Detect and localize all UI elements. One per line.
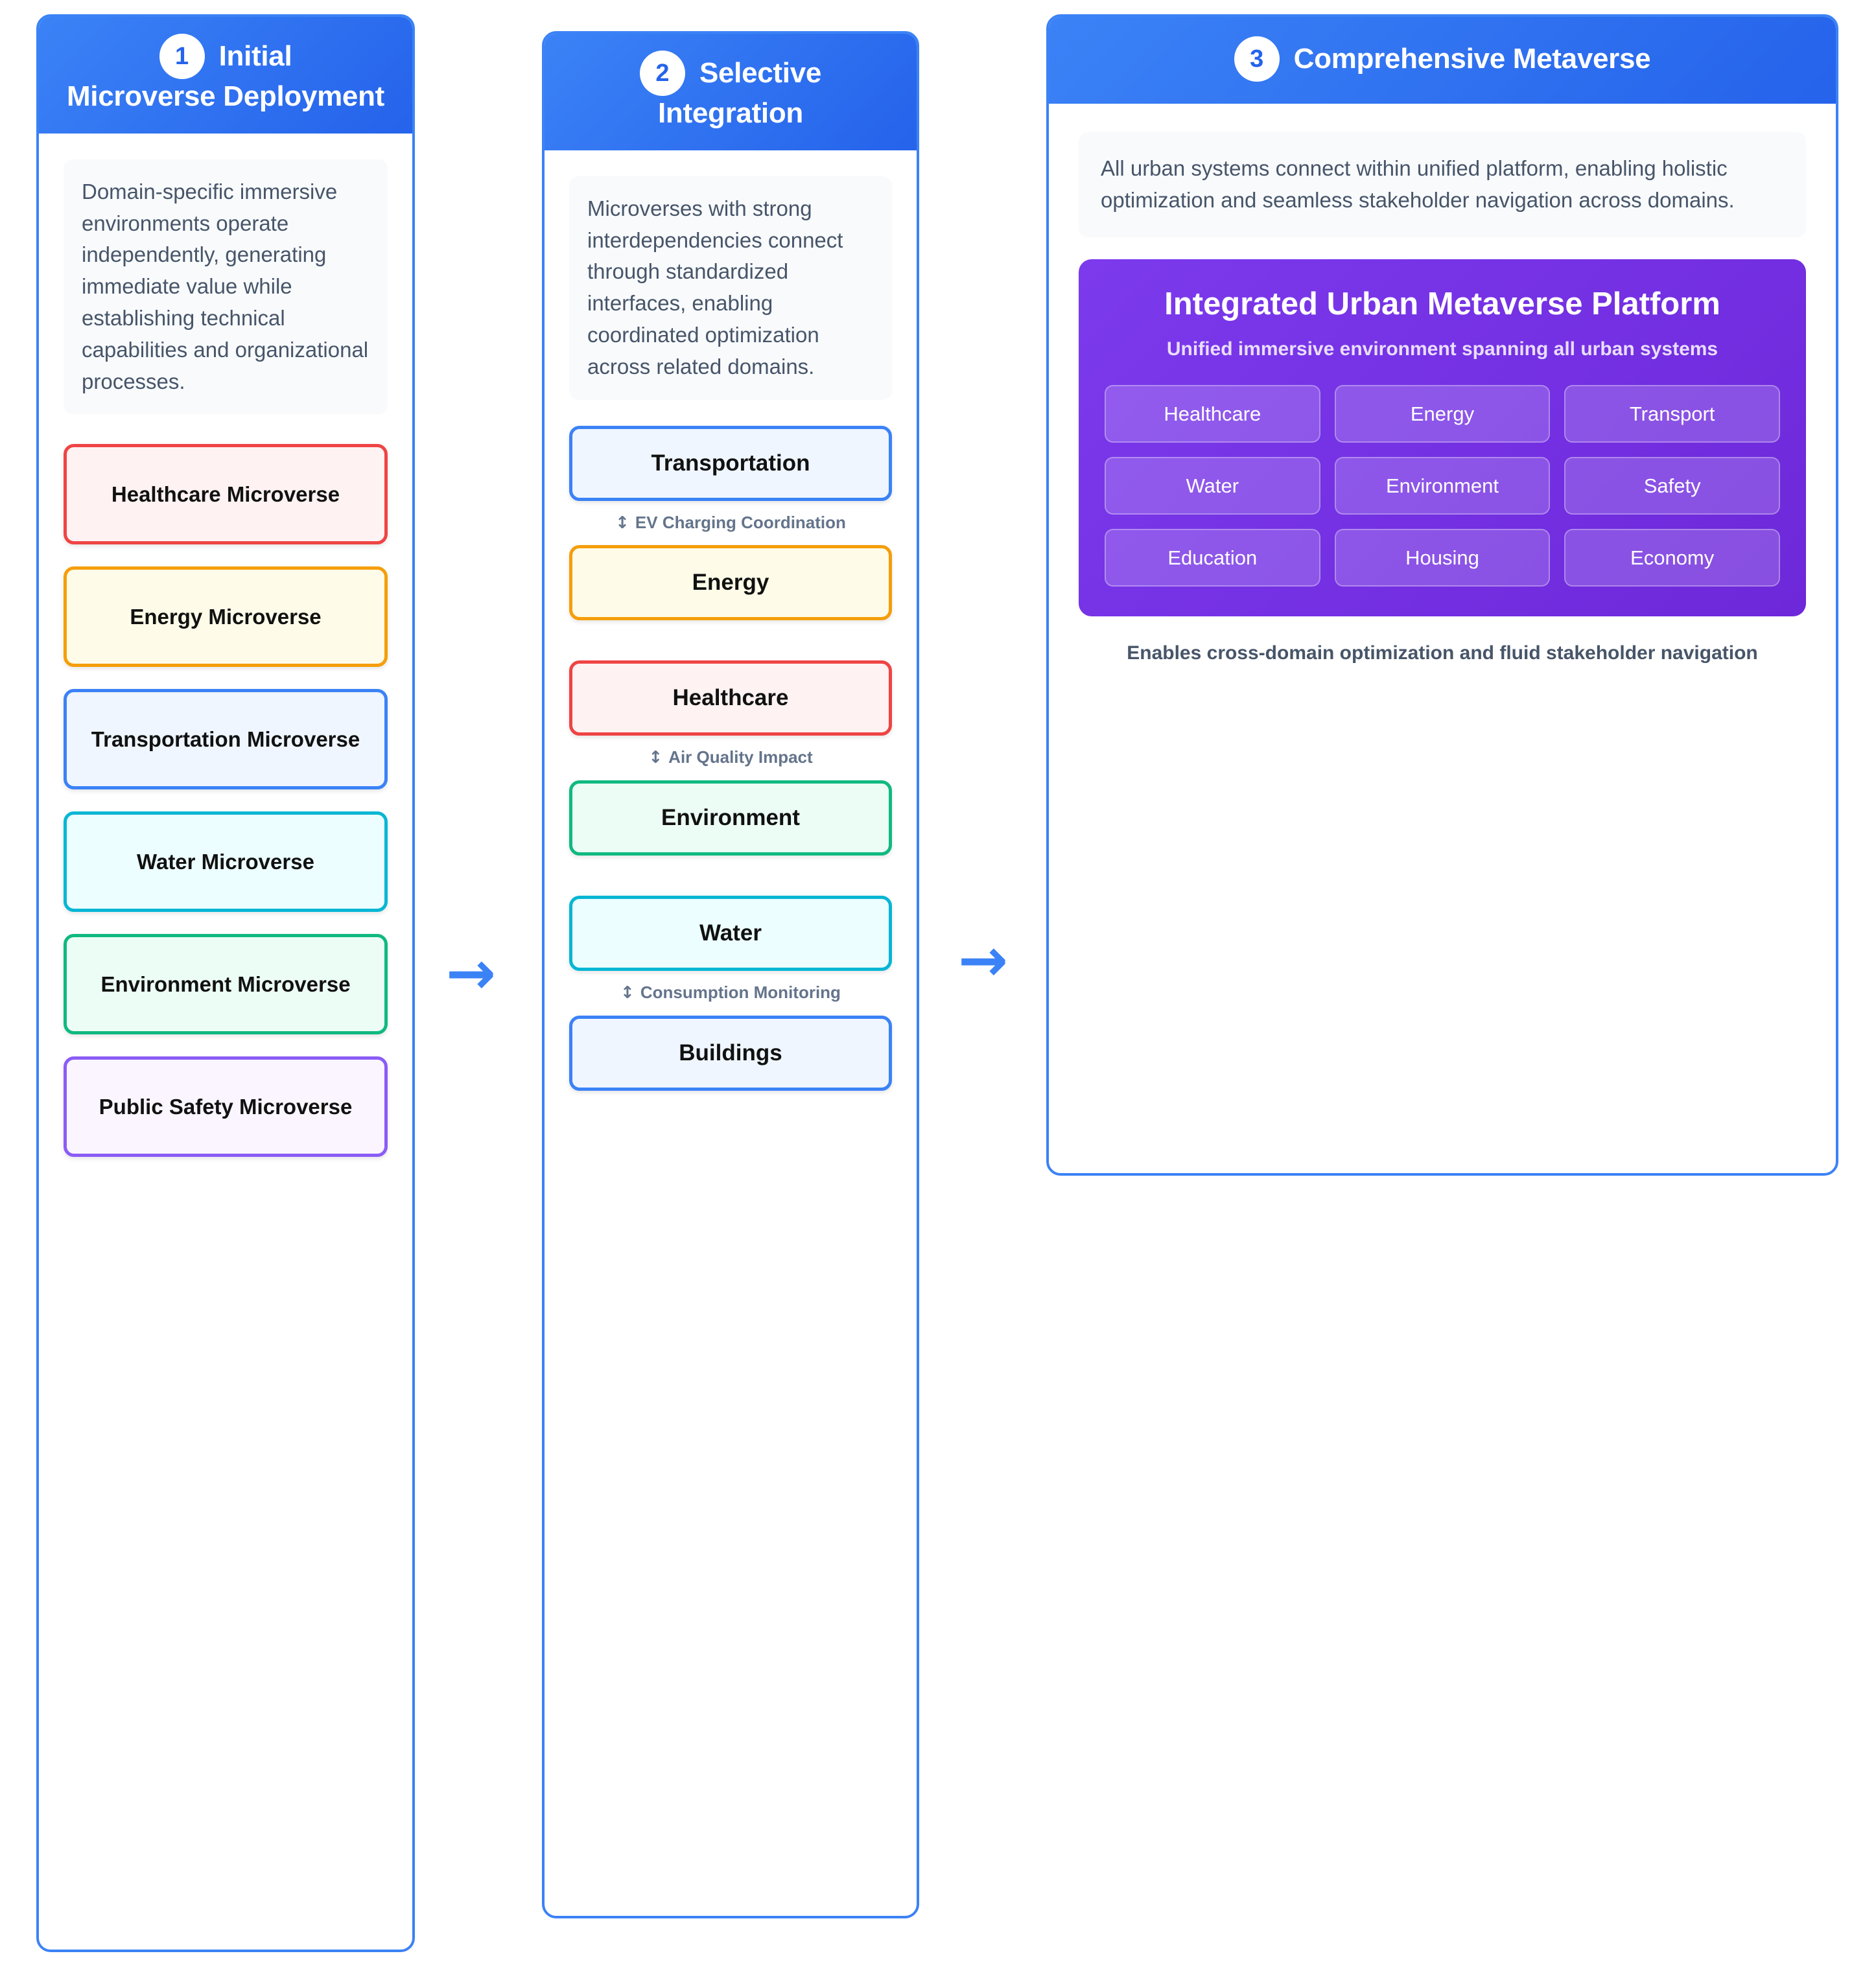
interdependency-link-label: Air Quality Impact xyxy=(668,747,813,767)
stage-2-description: Microverses with strong interdependencie… xyxy=(569,176,892,400)
flow-spacer xyxy=(569,620,892,660)
domain-chip[interactable]: Environment xyxy=(1334,457,1551,515)
up-down-arrow-icon: ↕ xyxy=(615,513,635,533)
integration-node[interactable]: Environment xyxy=(569,780,892,856)
domain-chip-label: Housing xyxy=(1405,546,1479,569)
integration-node-label: Transportation xyxy=(651,450,810,476)
integration-node-label: Healthcare xyxy=(672,685,789,711)
domain-chip-label: Education xyxy=(1167,546,1258,569)
microverse-node[interactable]: Energy Microverse xyxy=(64,566,388,668)
stage-3-description: All urban systems connect within unified… xyxy=(1079,132,1806,237)
platform-title: Integrated Urban Metaverse Platform xyxy=(1164,286,1720,321)
domain-chip-label: Healthcare xyxy=(1164,402,1261,425)
domain-chip[interactable]: Housing xyxy=(1334,529,1551,587)
domain-chip-label: Economy xyxy=(1630,546,1715,569)
stage-2-body: Microverses with strong interdependencie… xyxy=(545,150,917,1916)
stage-3-header: 3 Comprehensive Metaverse xyxy=(1049,17,1836,104)
stage-2-title-line-2: Integration xyxy=(657,97,804,129)
integration-node[interactable]: Water xyxy=(569,896,892,972)
stage-3-body: All urban systems connect within unified… xyxy=(1049,104,1836,1173)
domain-chip-label: Transport xyxy=(1629,402,1715,425)
microverse-node-label: Transportation Microverse xyxy=(91,727,360,752)
stage-2-title-line-1: Selective xyxy=(699,57,822,89)
stage-3-number-badge: 3 xyxy=(1234,36,1280,82)
up-down-arrow-icon: ↕ xyxy=(620,983,640,1003)
integration-node-label: Buildings xyxy=(679,1040,782,1066)
flow-spacer xyxy=(569,856,892,896)
integration-node[interactable]: Transportation xyxy=(569,425,892,501)
stage-1-title-line-2: Microverse Deployment xyxy=(66,80,385,112)
domain-chip[interactable]: Energy xyxy=(1334,385,1551,443)
integration-node-label: Energy xyxy=(692,570,769,596)
interdependency-link: ↕ Consumption Monitoring xyxy=(569,971,892,1016)
platform-footer-note: Enables cross-domain optimization and fl… xyxy=(1127,642,1758,664)
microverse-node[interactable]: Public Safety Microverse xyxy=(64,1056,388,1158)
integration-node[interactable]: Buildings xyxy=(569,1016,892,1091)
up-down-arrow-icon: ↕ xyxy=(648,748,669,768)
stage-card-3: 3 Comprehensive Metaverse All urban syst… xyxy=(1046,14,1838,1176)
interdependency-link: ↕ Air Quality Impact xyxy=(569,736,892,780)
stage-1-number-badge: 1 xyxy=(159,34,205,79)
domain-chip-label: Water xyxy=(1186,474,1239,497)
stage-card-2: 2 Selective Integration Microverses with… xyxy=(542,31,919,1918)
interdependency-link-label: Consumption Monitoring xyxy=(640,983,841,1003)
microverse-node-label: Public Safety Microverse xyxy=(99,1095,353,1119)
domain-chip[interactable]: Healthcare xyxy=(1105,385,1320,443)
stage-1-header: 1 Initial Microverse Deployment xyxy=(39,17,412,134)
stage-card-1: 1 Initial Microverse Deployment Domain-s… xyxy=(36,14,415,1952)
interdependency-link: ↕ EV Charging Coordination xyxy=(569,501,892,546)
stage-3-title-line-1: Comprehensive Metaverse xyxy=(1293,43,1651,75)
domain-chip[interactable]: Education xyxy=(1105,529,1320,587)
platform-subtitle: Unified immersive environment spanning a… xyxy=(1166,338,1718,360)
domain-chip-label: Energy xyxy=(1410,402,1475,425)
microverse-node[interactable]: Water Microverse xyxy=(64,811,388,913)
microverse-node[interactable]: Healthcare Microverse xyxy=(64,444,388,545)
stage-2-header: 2 Selective Integration xyxy=(545,34,917,150)
microverse-node[interactable]: Transportation Microverse xyxy=(64,689,388,790)
microverse-node-label: Healthcare Microverse xyxy=(111,482,340,507)
stage-1-title-line-1: Initial xyxy=(218,40,292,73)
domain-chip[interactable]: Economy xyxy=(1564,529,1780,587)
domain-chip-label: Safety xyxy=(1643,474,1701,497)
stage-2-number-badge: 2 xyxy=(639,51,685,96)
integration-node[interactable]: Healthcare xyxy=(569,660,892,736)
domain-chip[interactable]: Water xyxy=(1105,457,1320,515)
domain-chip-label: Environment xyxy=(1385,474,1499,497)
integration-node-label: Water xyxy=(699,920,762,946)
stage-1-body: Domain-specific immersive environments o… xyxy=(39,134,412,1950)
domain-chip[interactable]: Transport xyxy=(1564,385,1780,443)
integrated-platform-panel: Integrated Urban Metaverse Platform Unif… xyxy=(1079,259,1806,617)
integration-flow: Transportation ↕ EV Charging Coordination… xyxy=(569,425,892,1091)
microverse-node[interactable]: Environment Microverse xyxy=(64,934,388,1035)
integration-node-label: Environment xyxy=(661,805,800,831)
flow-arrow-1-to-2: → xyxy=(446,938,497,1008)
stage-1-description: Domain-specific immersive environments o… xyxy=(64,159,388,415)
domain-chip[interactable]: Safety xyxy=(1564,457,1780,515)
microverse-node-label: Energy Microverse xyxy=(130,605,322,629)
microverse-node-label: Water Microverse xyxy=(137,850,314,874)
interdependency-link-label: EV Charging Coordination xyxy=(635,512,846,532)
microverse-node-label: Environment Microverse xyxy=(100,972,351,997)
flow-arrow-2-to-3: → xyxy=(958,926,1009,995)
integration-node[interactable]: Energy xyxy=(569,545,892,621)
